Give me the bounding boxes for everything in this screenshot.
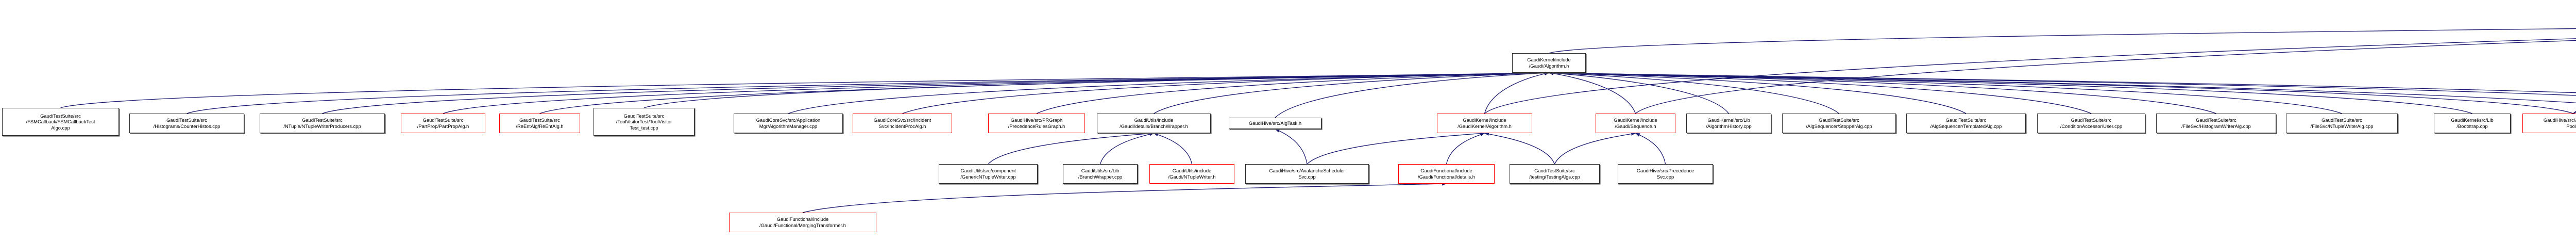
graph-edge <box>1554 132 1636 165</box>
graph-node-label: GaudiCoreSvc/src/Application Mgr/Algorit… <box>756 117 821 129</box>
graph-node-label: GaudiTestSuite/src /PartProp/PartPropAlg… <box>417 117 469 129</box>
graph-node[interactable]: GaudiHive/src/AlgResource Pool.h <box>2522 114 2576 133</box>
graph-node[interactable]: GaudiKernel/src/Lib /Bootstrap.cpp <box>2434 114 2511 133</box>
graph-node-label: GaudiHive/src/AlgTask.h <box>1248 120 1302 126</box>
graph-node-label: GaudiTestSuite/src /testing/TestingAlgs.… <box>1529 168 1580 180</box>
graph-edge <box>1484 38 2576 114</box>
graph-node[interactable]: GaudiHive/src/AlgTask.h <box>1229 118 1321 129</box>
graph-node-label: GaudiUtils/src/Lib /BranchWrapper.cpp <box>1078 168 1123 180</box>
graph-node[interactable]: GaudiHive/src/Precedence Svc.cpp <box>1618 164 1713 184</box>
graph-edge <box>643 71 1549 108</box>
graph-edge <box>2573 112 2576 114</box>
graph-edge <box>1307 132 1485 165</box>
graph-node-label: GaudiFunctional/include /Gaudi/Functiona… <box>759 216 846 228</box>
graph-node[interactable]: GaudiTestSuite/src /ToolVisitorTest/Tool… <box>594 108 694 136</box>
graph-edge <box>1484 72 1549 114</box>
graph-node[interactable]: GaudiTestSuite/src /AlgSequencer/Templat… <box>1906 114 2026 133</box>
graph-edge <box>1036 71 1549 114</box>
graph-edge <box>1549 71 1967 114</box>
graph-node[interactable]: GaudiKernel/include /GaudiKernel/Algorit… <box>1437 114 1532 133</box>
graph-node-label: GaudiTestSuite/src /FileSvc/NTupleWriter… <box>2310 117 2374 129</box>
graph-node[interactable]: GaudiCoreSvc/src/Application Mgr/Algorit… <box>734 114 843 133</box>
graph-node-label: GaudiTestSuite/src /FileSvc/HistogramWri… <box>2181 117 2251 129</box>
graph-node-label: GaudiCoreSvc/src/Incident Svc/IncidentPr… <box>873 117 931 129</box>
graph-edge <box>1635 133 1666 165</box>
graph-node-label: GaudiTestSuite/src /ToolVisitorTest/Tool… <box>616 113 672 131</box>
graph-node[interactable]: GaudiTestSuite/src /FSMCallback/FSMCallb… <box>2 108 119 136</box>
graph-node[interactable]: GaudiUtils/include /Gaudi/details/Branch… <box>1097 114 1211 133</box>
graph-node[interactable]: GaudiHive/src/PRGraph /PrecedenceRulesGr… <box>988 114 1085 133</box>
graph-edge <box>1154 71 1549 114</box>
graph-node[interactable]: GaudiUtils/src/Lib /BranchWrapper.cpp <box>1063 164 1138 184</box>
graph-edge <box>1154 133 1193 165</box>
graph-edge <box>1549 71 2472 114</box>
graph-edge <box>1549 71 2576 96</box>
graph-node-label: GaudiTestSuite/src /FSMCallback/FSMCallb… <box>26 113 95 131</box>
graph-edge <box>1446 133 1485 165</box>
graph-edge <box>1275 128 1308 165</box>
graph-node-label: GaudiUtils/src/component /GenericNTupleW… <box>960 168 1016 180</box>
graph-edge <box>1549 28 2576 54</box>
graph-node-label: GaudiTestSuite/src /AlgSequencer/Templat… <box>1930 117 2002 129</box>
graph-edge <box>1549 71 2092 114</box>
graph-node[interactable]: GaudiTestSuite/src /testing/TestingAlgs.… <box>1510 164 1600 184</box>
graph-node[interactable]: GaudiTestSuite/src /PartProp/PartPropAlg… <box>401 114 485 133</box>
graph-edge <box>2573 111 2576 114</box>
graph-edge <box>802 182 1447 213</box>
graph-node-label: GaudiHive/src/AvalancheScheduler Svc.cpp <box>1269 168 1345 180</box>
graph-node-label: GaudiKernel/src/Lib /Bootstrap.cpp <box>2451 117 2494 129</box>
graph-edge <box>1549 71 2216 114</box>
graph-edge <box>1275 71 1549 118</box>
graph-node-label: GaudiTestSuite/src /NTuple/NTupleWriterP… <box>283 117 361 129</box>
graph-edge <box>1549 71 2342 114</box>
graph-edge <box>322 71 1549 114</box>
graph-edge <box>1549 71 1839 114</box>
graph-node[interactable]: GaudiFunctional/include /Gaudi/Functiona… <box>729 213 876 232</box>
graph-node-label: GaudiHive/src/Precedence Svc.cpp <box>1636 168 1694 180</box>
graph-node[interactable]: GaudiKernel/src/Lib /AlgorithmHistory.cp… <box>1686 114 1771 133</box>
graph-node[interactable]: GaudiTestSuite/src /FileSvc/HistogramWri… <box>2156 114 2276 133</box>
graph-edge <box>60 71 1549 108</box>
graph-edge <box>1549 71 2573 114</box>
graph-node-label: GaudiKernel/src/Lib /AlgorithmHistory.cp… <box>1706 117 1752 129</box>
graph-edge <box>1549 71 2576 104</box>
graph-edge <box>788 71 1549 114</box>
graph-node[interactable]: GaudiCoreSvc/src/Incident Svc/IncidentPr… <box>853 114 952 133</box>
graph-node[interactable]: GaudiTestSuite/src /Histograms/CounterHi… <box>129 114 244 133</box>
graph-node-label: GaudiKernel/include /Gaudi/Algorithm.h <box>1527 57 1571 69</box>
graph-edge <box>1549 71 1730 114</box>
graph-node-label: GaudiUtils/include /Gaudi/NTupleWriter.h <box>1168 168 1216 180</box>
graph-node-label: GaudiUtils/include /Gaudi/details/Branch… <box>1120 117 1188 129</box>
graph-node-label: GaudiTestSuite/src /ConditionAccessor/Us… <box>2060 117 2123 129</box>
graph-edge <box>1484 132 1555 165</box>
graph-node[interactable]: GaudiHive/src/AvalancheScheduler Svc.cpp <box>1245 164 1369 184</box>
graph-node[interactable]: GaudiTestSuite/src /NTuple/NTupleWriterP… <box>260 114 385 133</box>
graph-node[interactable]: GaudiTestSuite/src /ConditionAccessor/Us… <box>2037 114 2145 133</box>
graph-node[interactable]: GaudiTestSuite/src /FileSvc/NTupleWriter… <box>2286 114 2398 133</box>
graph-node[interactable]: GaudiKernel/include /Gaudi/Sequence.h <box>1596 114 1675 133</box>
graph-edge <box>187 71 1549 114</box>
graph-edge <box>1099 132 1154 165</box>
graph-node-label: GaudiKernel/include /Gaudi/Sequence.h <box>1614 117 1657 129</box>
graph-node[interactable]: GaudiTestSuite/src /AlgSequencer/Stopper… <box>1782 114 1896 133</box>
graph-node-label: GaudiHive/src/AlgResource Pool.h <box>2543 117 2576 129</box>
graph-node[interactable]: GaudiFunctional/include /Gaudi/Functiona… <box>1398 164 1495 184</box>
graph-node[interactable]: GaudiUtils/src/component /GenericNTupleW… <box>939 164 1038 184</box>
graph-edge <box>1635 40 2576 114</box>
graph-node-label: GaudiTestSuite/src /ReEntAlg/ReEntAlg.h <box>516 117 564 129</box>
graph-edge <box>1549 71 1636 114</box>
graph-node-label: GaudiKernel/include /GaudiKernel/Algorit… <box>1458 117 1512 129</box>
graph-node[interactable]: GaudiKernel/include /Gaudi/Algorithm.h <box>1512 53 1586 73</box>
graph-node-label: GaudiHive/src/PRGraph /PrecedenceRulesGr… <box>1008 117 1065 129</box>
graph-edge <box>988 132 1154 165</box>
graph-node[interactable]: GaudiTestSuite/src /ReEntAlg/ReEntAlg.h <box>499 114 580 133</box>
graph-edge <box>1549 71 2576 93</box>
graph-node-label: GaudiTestSuite/src /Histograms/CounterHi… <box>153 117 221 129</box>
graph-node-label: GaudiTestSuite/src /AlgSequencer/Stopper… <box>1806 117 1872 129</box>
graph-node-label: GaudiFunctional/include /Gaudi/Functiona… <box>1417 168 1475 180</box>
graph-edge <box>902 71 1549 114</box>
graph-node[interactable]: GaudiUtils/include /Gaudi/NTupleWriter.h <box>1149 164 1234 184</box>
